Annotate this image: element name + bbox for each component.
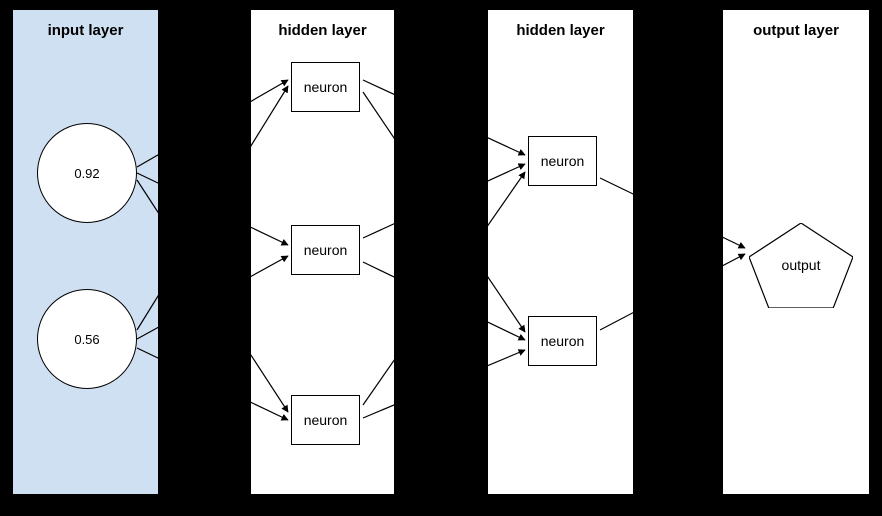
output-node[interactable]: output (749, 222, 853, 308)
layer-title-hidden-2: hidden layer (516, 22, 605, 39)
hidden1-neuron-3-label: neuron (303, 412, 348, 428)
hidden1-neuron-1-label: neuron (303, 79, 348, 95)
output-node-label: output (781, 257, 821, 273)
layer-title-input: input layer (47, 22, 124, 39)
layer-title-hidden-1: hidden layer (278, 22, 367, 39)
layer-title-output: output layer (753, 22, 839, 39)
hidden2-neuron-2-label: neuron (540, 333, 585, 349)
hidden2-neuron-1-label: neuron (540, 153, 585, 169)
input-node-2[interactable]: 0.56 (37, 289, 137, 389)
pentagon-shape (749, 222, 853, 308)
layer-panel-input: input layer (13, 10, 158, 494)
hidden2-neuron-2[interactable]: neuron (528, 316, 597, 366)
hidden1-neuron-1[interactable]: neuron (291, 62, 360, 112)
input-node-1-value: 0.92 (74, 165, 100, 181)
hidden1-neuron-2-label: neuron (303, 242, 348, 258)
input-node-2-value: 0.56 (74, 331, 100, 347)
hidden2-neuron-1[interactable]: neuron (528, 136, 597, 186)
layer-panel-hidden-2: hidden layer (488, 10, 633, 494)
hidden1-neuron-3[interactable]: neuron (291, 395, 360, 445)
input-node-1[interactable]: 0.92 (37, 123, 137, 223)
hidden1-neuron-2[interactable]: neuron (291, 225, 360, 275)
